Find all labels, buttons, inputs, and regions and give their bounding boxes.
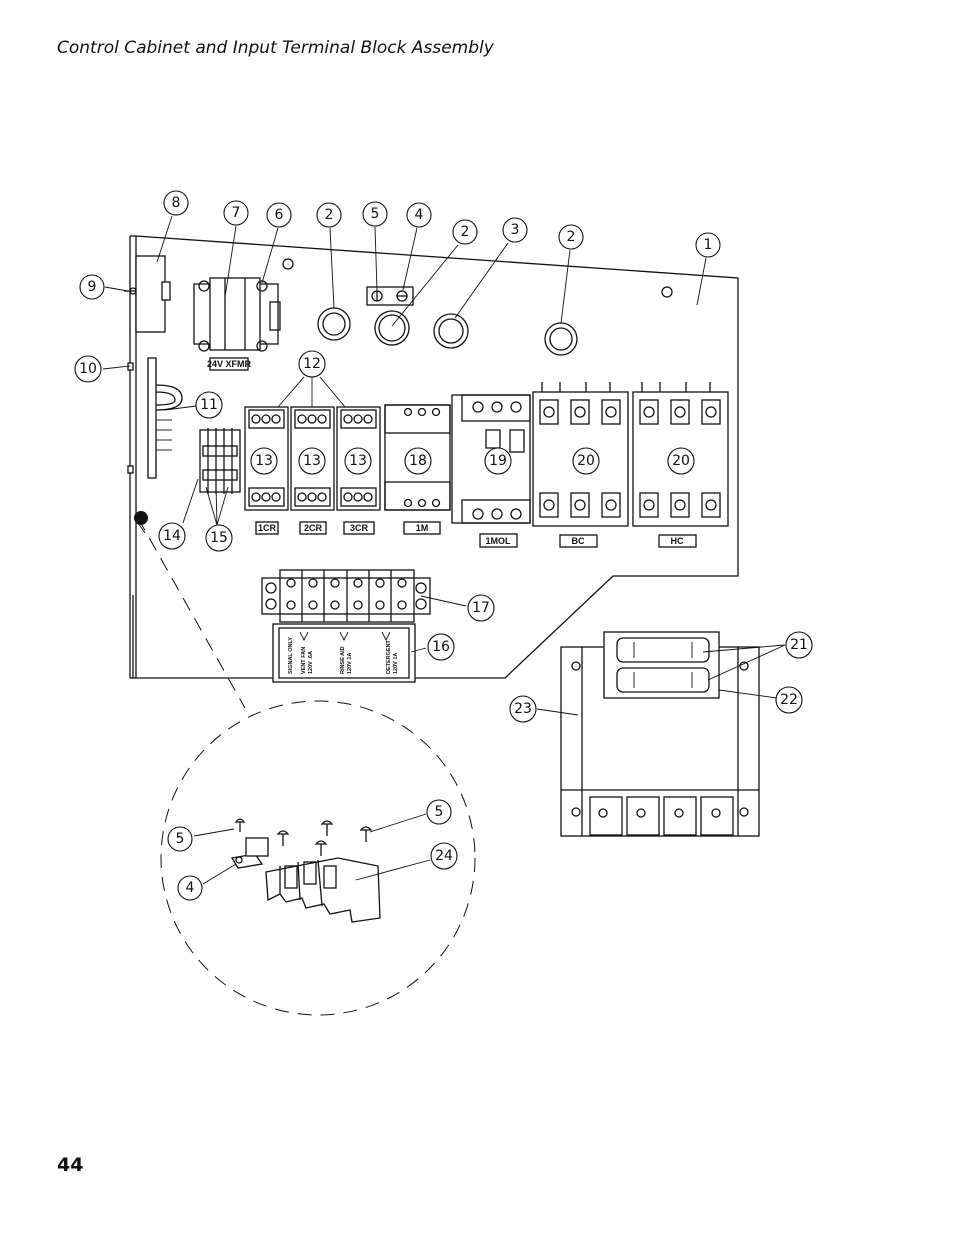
svg-text:13: 13 (255, 453, 273, 469)
svg-text:14: 14 (163, 528, 181, 544)
callout-16: 16 (427, 633, 455, 661)
svg-text:6: 6 (275, 207, 284, 223)
svg-text:4: 4 (415, 207, 424, 223)
svg-text:4: 4 (186, 880, 195, 896)
relay-3cr: 3CR (336, 406, 381, 535)
callout-6: 6 (266, 202, 292, 228)
callout-13b: 13 (298, 447, 326, 475)
back-panel (124, 235, 739, 679)
terminal-strip-17 (261, 569, 431, 623)
callout-2a: 2 (316, 202, 342, 228)
callout-5-detail-b: 5 (426, 799, 452, 825)
callout-8: 8 (163, 190, 189, 216)
callout-12: 12 (298, 350, 326, 378)
svg-text:20: 20 (577, 453, 595, 469)
svg-text:11: 11 (200, 397, 218, 413)
signal-col1-line1: VENT FAN (301, 647, 307, 674)
svg-text:9: 9 (88, 279, 97, 295)
contactor-hc-label: HC (671, 536, 684, 546)
transformer-label: 24V XFMR (207, 359, 252, 369)
callout-11: 11 (195, 391, 223, 419)
detail-view (137, 517, 476, 1016)
svg-text:19: 19 (489, 453, 507, 469)
signal-col3-line2: 120V 1A (393, 653, 399, 674)
svg-text:23: 23 (514, 701, 532, 717)
signal-heading: SIGNAL ONLY (288, 637, 294, 674)
signal-col2-line1: RINSE AID (340, 646, 346, 674)
panel-plugs (317, 286, 578, 356)
callout-21: 21 (785, 631, 813, 659)
svg-text:2: 2 (461, 224, 470, 240)
svg-text:21: 21 (790, 637, 808, 653)
transformer-24v: 24V XFMR (193, 277, 281, 371)
callout-10: 10 (74, 355, 102, 383)
callout-19: 19 (484, 447, 512, 475)
svg-text:2: 2 (325, 207, 334, 223)
svg-text:22: 22 (780, 692, 798, 708)
callouts: 1 2 2 2 3 4 5 6 7 8 9 10 11 12 13 13 13 … (74, 190, 813, 901)
contactor-bc-label: BC (572, 536, 585, 546)
svg-text:5: 5 (435, 804, 444, 820)
callout-13c: 13 (344, 447, 372, 475)
callout-3: 3 (502, 217, 528, 243)
callout-7: 7 (223, 200, 249, 226)
leader-lines (102, 215, 786, 885)
svg-text:12: 12 (303, 356, 321, 372)
relay-1cr-label: 1CR (258, 523, 277, 533)
svg-text:20: 20 (672, 453, 690, 469)
callout-5: 5 (362, 201, 388, 227)
svg-text:8: 8 (172, 195, 181, 211)
callout-24: 24 (430, 842, 458, 870)
callout-18: 18 (404, 447, 432, 475)
svg-text:17: 17 (472, 600, 490, 616)
callout-23: 23 (509, 695, 537, 723)
svg-text:24: 24 (435, 848, 453, 864)
svg-text:1: 1 (704, 237, 713, 253)
svg-text:5: 5 (371, 206, 380, 222)
page-title: Control Cabinet and Input Terminal Block… (57, 38, 494, 58)
page-number: 44 (57, 1154, 84, 1176)
callout-1: 1 (695, 232, 721, 258)
callout-17: 17 (467, 594, 495, 622)
relay-3cr-label: 3CR (350, 523, 369, 533)
svg-text:16: 16 (432, 639, 450, 655)
callout-20b: 20 (667, 447, 695, 475)
signal-plate-16: SIGNAL ONLY VENT FAN 120V .6A RINSE AID … (272, 623, 416, 683)
overload-label: 1MOL (485, 536, 511, 546)
svg-text:15: 15 (210, 530, 228, 546)
contactor-1m-label: 1M (416, 523, 429, 533)
contactor-bc: BC (532, 382, 629, 548)
relay-2cr-label: 2CR (304, 523, 323, 533)
callout-15: 15 (205, 524, 233, 552)
callout-4: 4 (406, 202, 432, 228)
svg-text:13: 13 (349, 453, 367, 469)
callout-20a: 20 (572, 447, 600, 475)
signal-col2-line2: 120V 1A (347, 653, 353, 674)
callout-22: 22 (775, 686, 803, 714)
callout-14: 14 (158, 522, 186, 550)
terminal-blocks-15 (199, 428, 241, 494)
svg-text:5: 5 (176, 831, 185, 847)
svg-text:7: 7 (232, 205, 241, 221)
signal-col1-line2: 120V .6A (308, 651, 314, 674)
svg-text:13: 13 (303, 453, 321, 469)
callout-13a: 13 (250, 447, 278, 475)
callout-9: 9 (79, 274, 105, 300)
svg-text:18: 18 (409, 453, 427, 469)
svg-text:10: 10 (79, 361, 97, 377)
callout-5-detail-a: 5 (167, 826, 193, 852)
fuse-holder-assembly (560, 631, 760, 837)
svg-text:2: 2 (567, 229, 576, 245)
callout-2b: 2 (452, 219, 478, 245)
callout-2c: 2 (558, 224, 584, 250)
svg-text:3: 3 (511, 222, 520, 238)
signal-col3-line1: DETERGENT (386, 639, 392, 674)
callout-4-detail: 4 (177, 875, 203, 901)
